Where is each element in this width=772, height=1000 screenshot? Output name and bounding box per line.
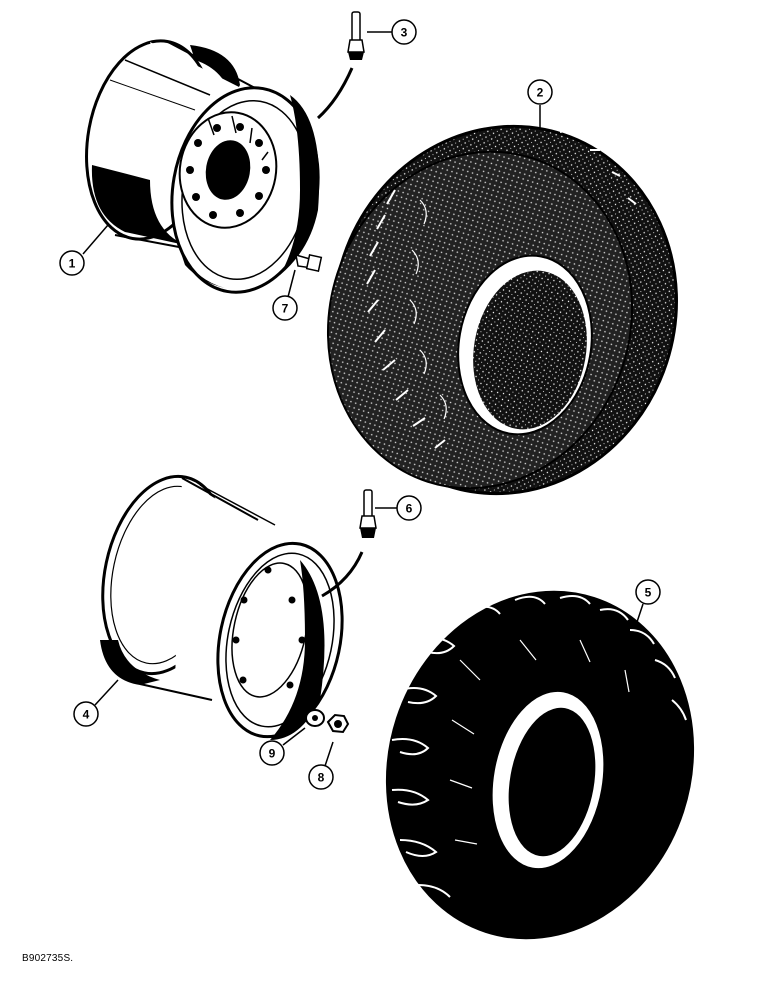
svg-text:1: 1: [69, 257, 76, 271]
lower-wheel-rim: [100, 474, 344, 740]
callout-5: 5: [635, 579, 661, 605]
wheel-bolt: [295, 253, 323, 272]
svg-text:3: 3: [401, 26, 408, 40]
upper-valve-hose: [316, 67, 354, 120]
upper-valve-stem: [347, 11, 365, 60]
callout-6: 6: [396, 495, 422, 521]
figure-reference-code: B902735S.: [22, 953, 74, 964]
lower-tire: [385, 590, 695, 940]
lower-valve-stem: [359, 489, 377, 538]
svg-text:4: 4: [83, 708, 90, 722]
callout-7: 7: [272, 295, 298, 321]
svg-text:6: 6: [406, 502, 413, 516]
svg-text:9: 9: [269, 747, 276, 761]
wheel-nut: [326, 713, 350, 734]
leader-lines: [82, 31, 644, 767]
svg-text:7: 7: [282, 302, 289, 316]
washer: [305, 709, 325, 727]
callout-8: 8: [308, 764, 334, 790]
svg-text:5: 5: [645, 586, 652, 600]
callout-1: 1: [59, 250, 85, 276]
callout-4: 4: [73, 701, 99, 727]
callout-9: 9: [259, 740, 285, 766]
callouts: 1 2 3 4 5 6 7 8: [59, 19, 661, 790]
upper-tire: [326, 113, 678, 496]
upper-wheel-rim: [85, 39, 320, 294]
callout-2: 2: [527, 79, 553, 105]
lower-valve-hose: [321, 551, 364, 598]
callout-3: 3: [391, 19, 417, 45]
svg-text:2: 2: [537, 86, 544, 100]
svg-text:8: 8: [318, 771, 325, 785]
